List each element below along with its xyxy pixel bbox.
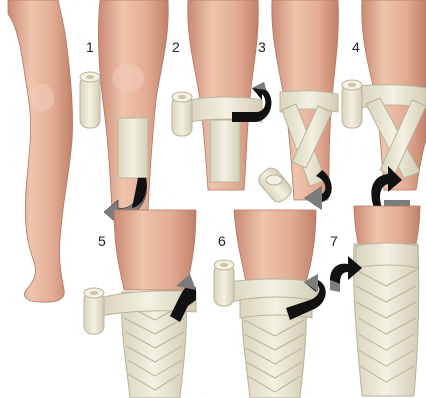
step-1-illustration — [80, 0, 168, 224]
step-5-leg — [114, 210, 196, 290]
step-7-leg — [354, 206, 420, 244]
full-leg-outline — [8, 0, 73, 302]
step-1-bandage-strip — [118, 118, 148, 178]
step-5-bandage-roll — [84, 288, 104, 334]
step-6-illustration — [214, 210, 326, 398]
step-3-bandage-roll — [256, 165, 295, 205]
step-2-illustration — [172, 0, 271, 190]
step-1-label: 1 — [86, 40, 94, 54]
step-7-top-wrap — [356, 243, 418, 268]
full-leg-figure — [8, 0, 73, 302]
step-2-bandage-roll — [172, 92, 192, 136]
step-4-label: 4 — [352, 40, 360, 54]
step-4-bandage-roll — [342, 80, 362, 128]
step-4-illustration — [342, 0, 426, 210]
step-1-bandage-roll — [80, 72, 100, 128]
step-5-label: 5 — [98, 234, 106, 248]
step-2-label: 2 — [172, 40, 180, 54]
step-6-label: 6 — [218, 234, 226, 248]
step-2-bandage-strip — [210, 120, 240, 182]
step-6-bandage-roll — [214, 260, 234, 306]
step-3-label: 3 — [258, 40, 266, 54]
step-7-illustration — [330, 206, 420, 396]
step-6-leg — [234, 210, 316, 282]
step-7-label: 7 — [330, 234, 338, 248]
